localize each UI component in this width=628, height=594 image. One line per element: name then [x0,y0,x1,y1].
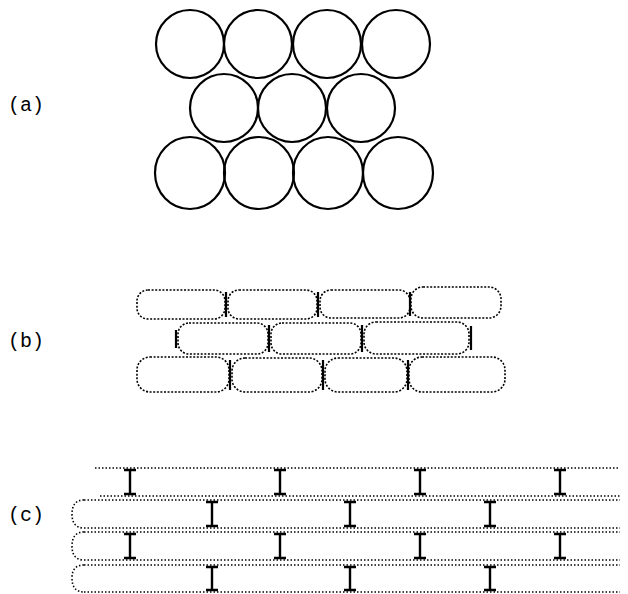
panel-label-box: (a) [8,96,44,116]
flattened-cells [137,287,505,392]
cell-junctions [176,292,471,390]
panel-label: (c) [8,504,44,527]
panel-label-box: (c) [8,506,44,526]
cross-walls [124,470,566,590]
elongated-cell-walls [72,468,620,592]
panel-label-box: (b) [8,332,44,352]
panel-label: (a) [8,94,44,117]
panel-label: (b) [8,330,44,353]
round-cells [155,10,433,209]
